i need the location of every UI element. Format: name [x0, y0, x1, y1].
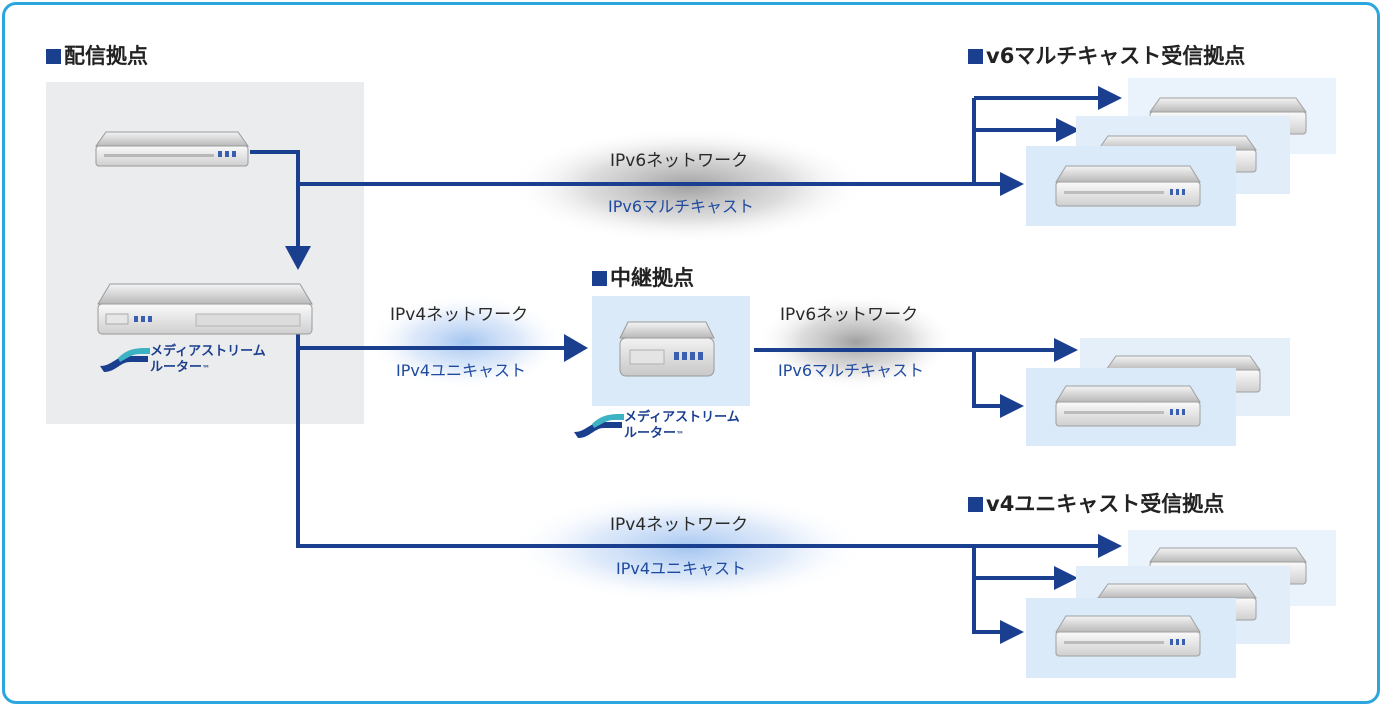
- heading-square-icon: [46, 49, 61, 64]
- heading-square-icon: [968, 49, 983, 64]
- ipv6-network-label-middle: IPv6ネットワーク: [780, 305, 919, 325]
- arrowhead-relay-v6-2: [1000, 394, 1024, 418]
- relay-site-heading: 中継拠点: [592, 262, 694, 292]
- arrowhead-v4-2: [1054, 566, 1078, 590]
- ipv4-network-glow-middle: [366, 294, 566, 390]
- ipv4-network-label-bottom: IPv4ネットワーク: [610, 515, 749, 535]
- media-stream-router-device: [97, 283, 313, 335]
- heading-square-icon: [592, 271, 607, 286]
- logo-wave-icon-relay: [574, 414, 624, 438]
- ipv6-multicast-label-top: IPv6マルチキャスト: [608, 197, 755, 216]
- v4-receivers-heading: v4ユニキャスト受信拠点: [968, 488, 1224, 518]
- arrowhead-v4-1: [1098, 534, 1122, 558]
- arrowhead-v6-1: [1098, 86, 1122, 110]
- heading-square-icon: [968, 497, 983, 512]
- distribution-site-heading: 配信拠点: [46, 40, 148, 70]
- ipv6-network-label-top: IPv6ネットワーク: [610, 151, 749, 171]
- ipv6-multicast-label-middle: IPv6マルチキャスト: [778, 361, 925, 380]
- arrowhead-v6-3: [1000, 172, 1024, 196]
- arrowhead-relay: [564, 334, 588, 362]
- v4-receiver-cards: [1026, 530, 1336, 678]
- arrowhead-v6-2: [1056, 118, 1080, 142]
- logo-wave-icon: [100, 348, 150, 372]
- arrowhead-relay-v6-1: [1054, 338, 1078, 362]
- arrowhead-down: [285, 246, 311, 270]
- arrowhead-v4-3: [1000, 620, 1024, 644]
- relay-v6-receiver-cards: [1026, 338, 1290, 446]
- ipv6-network-glow-middle: [756, 294, 956, 390]
- v6-receiver-1: [1026, 146, 1236, 226]
- arrowheads: [285, 86, 1122, 644]
- v6-receivers-heading: v6マルチキャスト受信拠点: [968, 40, 1245, 70]
- relay-router-device: [619, 321, 715, 377]
- ipv4-unicast-label-middle: IPv4ユニキャスト: [396, 361, 527, 380]
- v4-receiver-1: [1026, 598, 1236, 678]
- ipv4-unicast-label-bottom: IPv4ユニキャスト: [616, 559, 747, 578]
- ipv4-network-label-middle: IPv4ネットワーク: [390, 305, 529, 325]
- relay-v6-receiver-1: [1026, 368, 1236, 446]
- connection-lines: [250, 96, 1100, 634]
- v6-receiver-cards: [1026, 78, 1336, 226]
- encoder-device: [95, 131, 249, 167]
